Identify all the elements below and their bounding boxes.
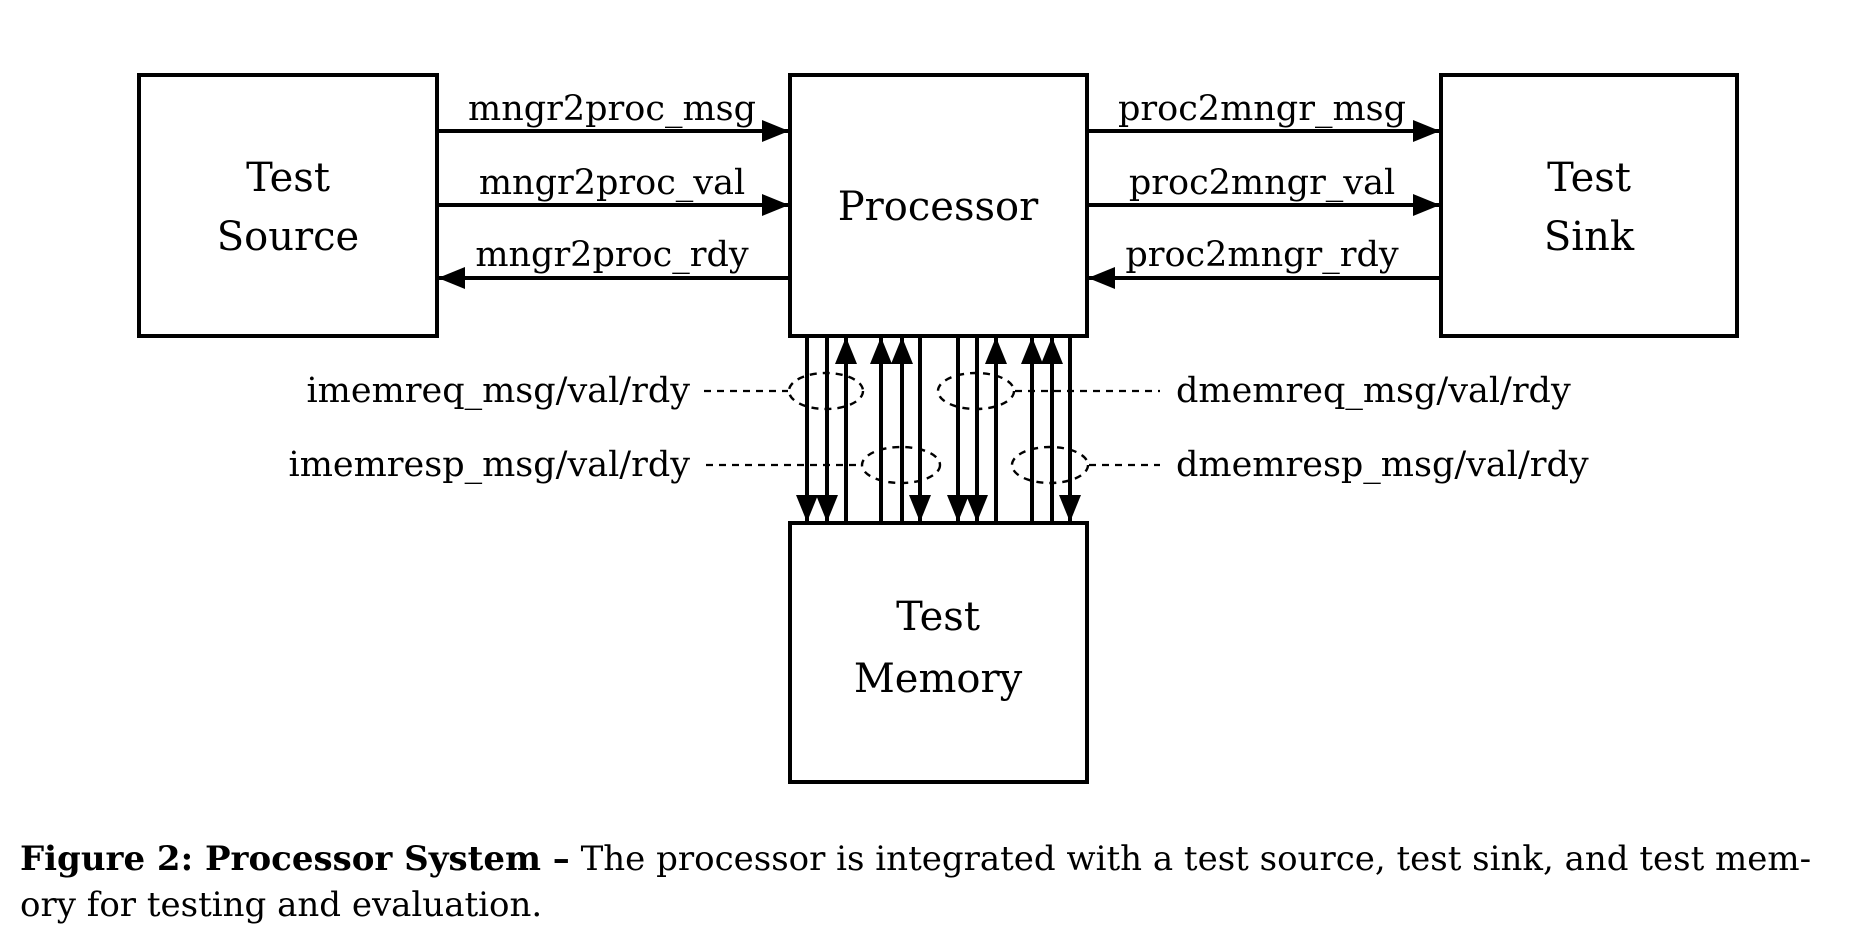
proc2mngr-val-label: proc2mngr_val	[1129, 163, 1395, 203]
proc2mngr-rdy-label: proc2mngr_rdy	[1125, 235, 1399, 275]
test-sink-label-line2: Sink	[1544, 214, 1635, 260]
figure-caption-body-line1: The processor is integrated with a test …	[569, 839, 1812, 879]
imemresp-bundle-ellipse	[860, 445, 942, 485]
figure-caption-label: Figure 2: Processor System –	[20, 839, 570, 879]
test-sink-label-line1: Test	[1547, 155, 1631, 201]
imemresp-label: imemresp_msg/val/rdy	[289, 445, 691, 485]
test-source-box	[137, 73, 439, 338]
test-sink-box	[1439, 73, 1739, 338]
imemreq-label: imemreq_msg/val/rdy	[306, 371, 690, 411]
dmemreq-label: dmemreq_msg/val/rdy	[1176, 371, 1571, 411]
proc2mngr-msg-label: proc2mngr_msg	[1118, 89, 1406, 129]
test-source-label-line2: Source	[217, 214, 359, 260]
dmemresp-label: dmemresp_msg/val/rdy	[1176, 445, 1589, 485]
processor-box	[788, 73, 1089, 338]
figure-caption: Figure 2: Processor System – The process…	[20, 836, 1864, 928]
test-source-label-line1: Test	[246, 155, 330, 201]
test-memory-label-line1: Test	[896, 594, 980, 640]
test-memory-label-line2: Memory	[854, 656, 1023, 702]
processor-label: Processor	[838, 184, 1039, 230]
mngr2proc-rdy-label: mngr2proc_rdy	[475, 235, 749, 275]
figure-caption-body-line2: ory for testing and evaluation.	[20, 885, 543, 926]
dmemreq-bundle-ellipse	[936, 371, 1016, 411]
mngr2proc-val-label: mngr2proc_val	[479, 163, 745, 203]
dmemresp-bundle-ellipse	[1010, 445, 1090, 485]
processor-system-diagram: Test Source Processor Test Sink Test Mem…	[137, 73, 1739, 784]
imemreq-bundle-ellipse	[787, 371, 865, 411]
test-memory-box	[788, 521, 1089, 784]
mngr2proc-msg-label: mngr2proc_msg	[468, 89, 756, 129]
